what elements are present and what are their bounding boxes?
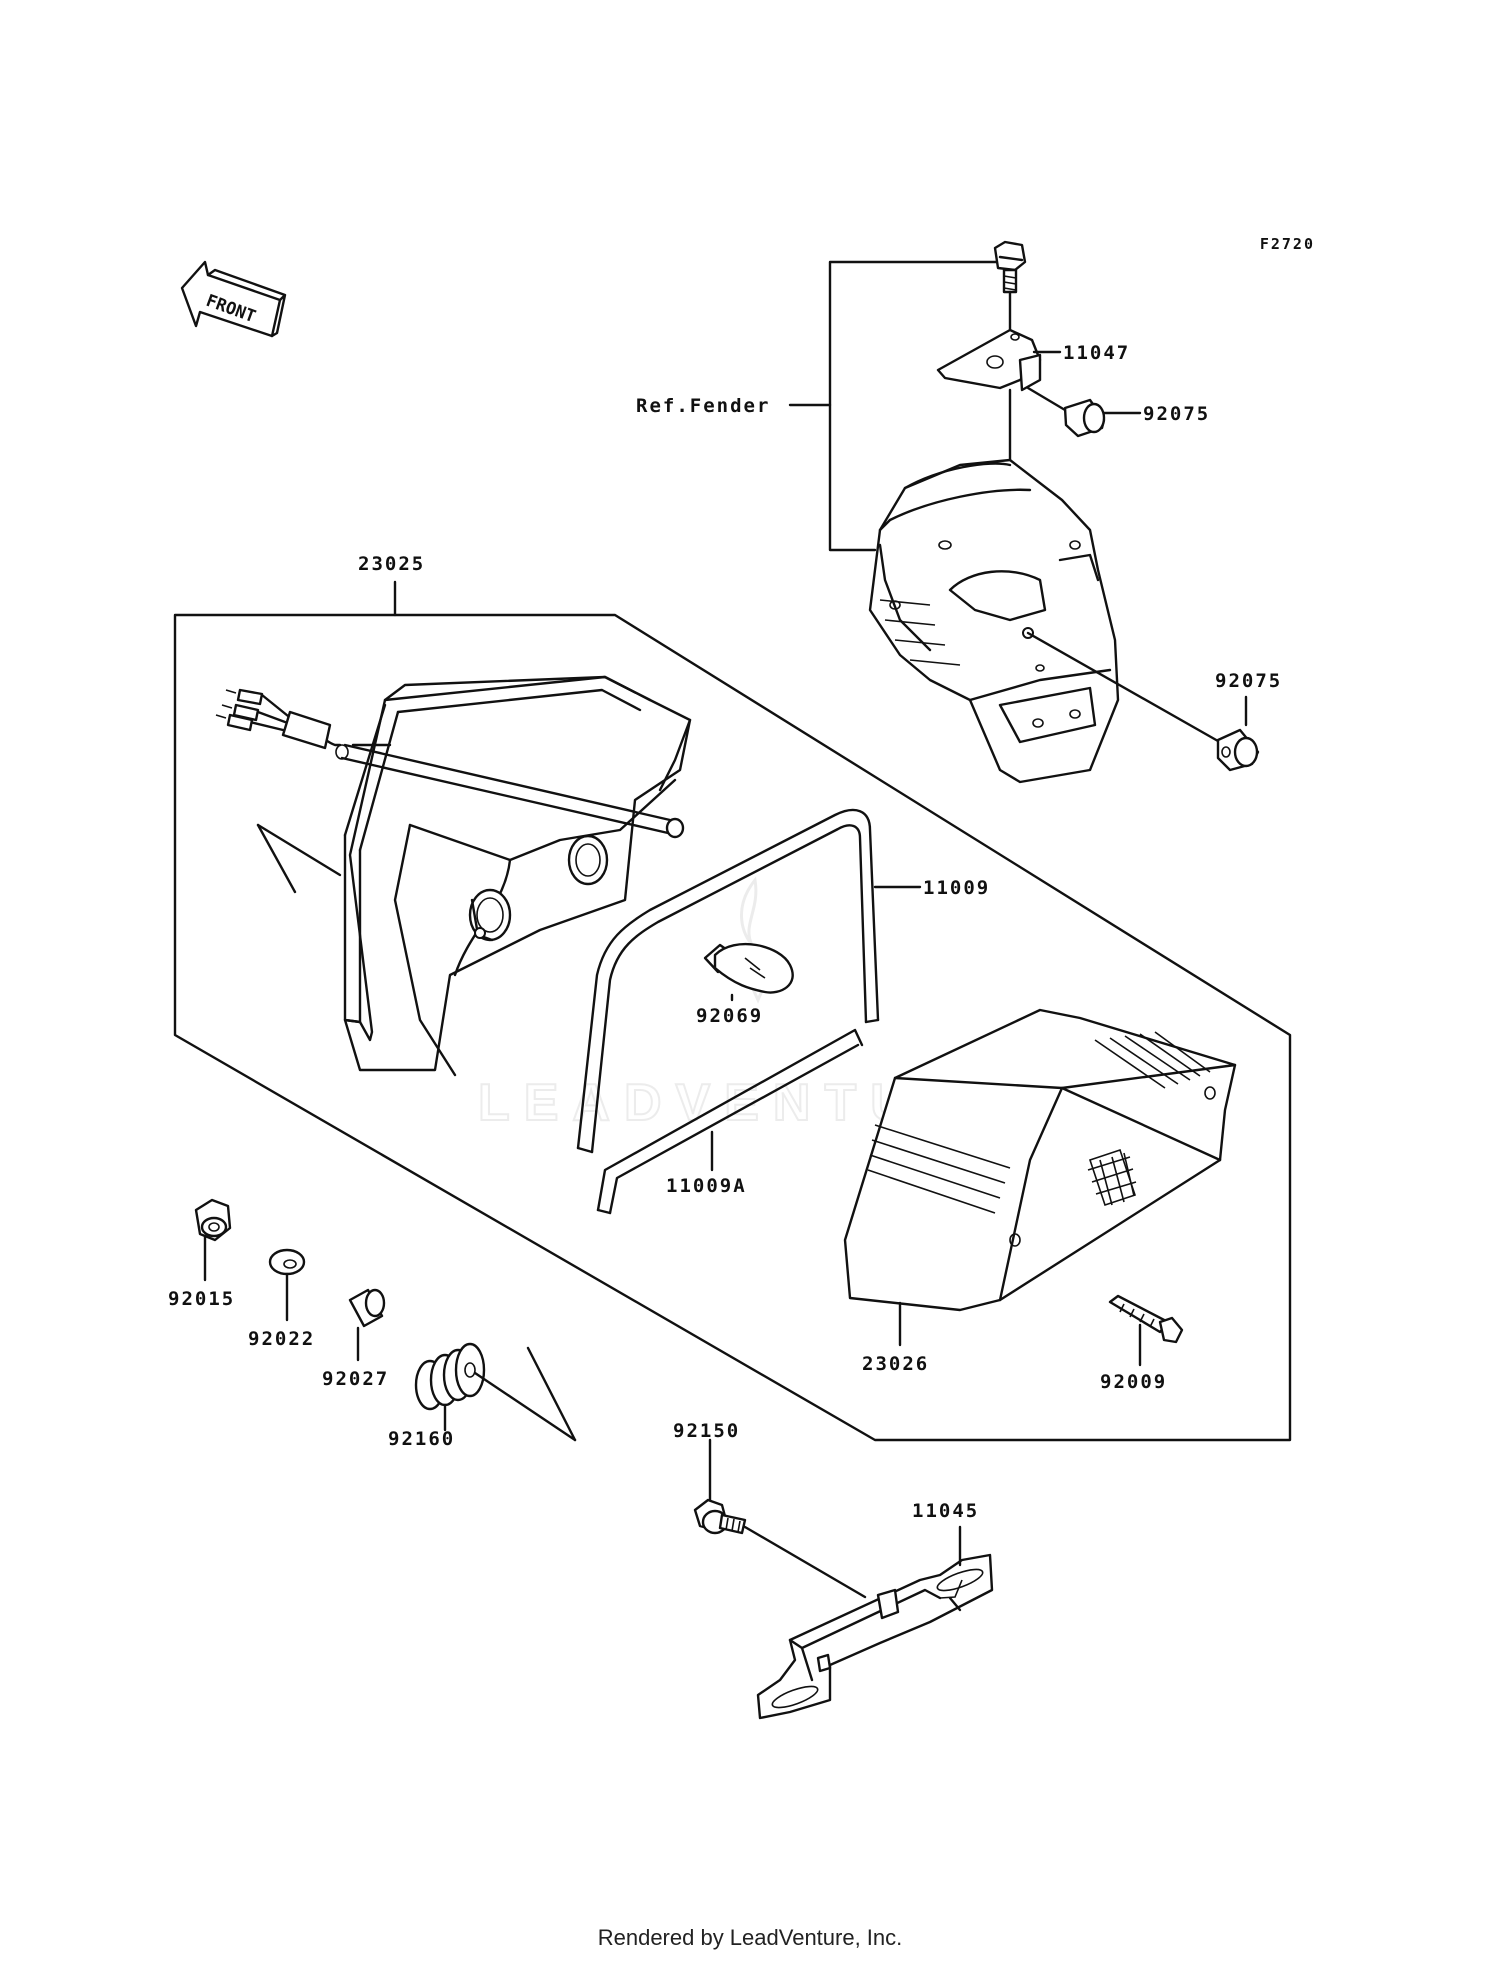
gasket-11009a-icon: 11009A	[596, 1028, 864, 1215]
bulb-92069-icon: 92069	[696, 942, 794, 1027]
front-arrow-icon: FRONT	[180, 260, 287, 338]
part-92015-label: 92015	[168, 1288, 235, 1310]
diagram-code: F2720	[1260, 235, 1315, 253]
screw-92009-icon: 92009	[1100, 1294, 1184, 1393]
ref-fender-label: Ref.Fender	[636, 395, 770, 417]
damper-92075-top-icon: 92075	[1026, 386, 1210, 438]
part-11047-label: 11047	[1063, 342, 1130, 364]
part-92075-top-label: 92075	[1143, 403, 1210, 425]
kit-23025-outline: 23025	[173, 553, 1292, 1442]
part-92160-label: 92160	[388, 1428, 455, 1450]
grommet-92160-icon: 92160	[388, 1342, 577, 1450]
damper-92075-side-icon: 92075	[1026, 631, 1282, 772]
nut-92015-icon: 92015	[168, 1198, 235, 1310]
part-92069-label: 92069	[696, 1005, 763, 1027]
ref-fender-callout: Ref.Fender	[636, 260, 1002, 552]
washer-92022-icon: 92022	[248, 1248, 315, 1350]
collar-92027-icon: 92027	[322, 1288, 389, 1390]
bracket-11047-icon: 11047	[936, 328, 1130, 513]
bolt-top-icon	[993, 240, 1027, 332]
part-11045-label: 11045	[912, 1500, 979, 1522]
bolt-92150-icon: 92150	[673, 1420, 867, 1599]
wire-harness-icon	[215, 688, 685, 839]
part-92009-label: 92009	[1100, 1371, 1167, 1393]
bracket-11045-icon: 11045	[756, 1500, 994, 1720]
part-23025-label: 23025	[358, 553, 425, 575]
part-92150-label: 92150	[673, 1420, 740, 1442]
part-92022-label: 92022	[248, 1328, 315, 1350]
part-92075-side-label: 92075	[1215, 670, 1282, 692]
part-23026-label: 23026	[862, 1353, 929, 1375]
part-11009-label: 11009	[923, 877, 990, 899]
part-11009a-label: 11009A	[666, 1175, 747, 1197]
footer-credit: Rendered by LeadVenture, Inc.	[598, 1925, 903, 1950]
tail-light-housing-icon	[256, 675, 692, 1077]
part-92027-label: 92027	[322, 1368, 389, 1390]
fender-housing-icon	[868, 458, 1120, 784]
lens-23026-icon: 23026	[843, 1008, 1237, 1375]
gasket-11009-icon: 11009	[576, 808, 990, 1154]
